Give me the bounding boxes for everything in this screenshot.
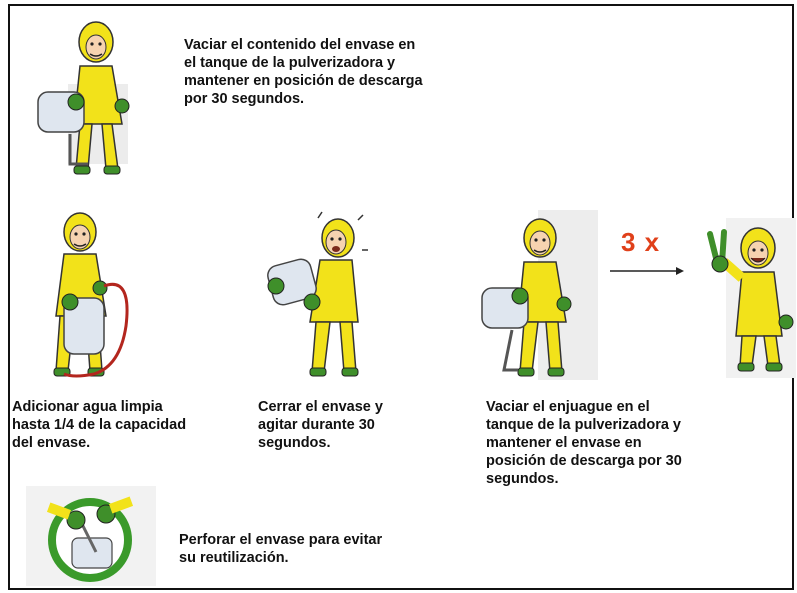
repeat-count: 3 x <box>621 227 661 257</box>
step2-text: Adicionar agua limpia hasta 1/4 de la ca… <box>12 399 187 451</box>
farmer-filling-water-icon <box>53 212 129 378</box>
puncture-container-icon <box>26 486 156 586</box>
farmer-shaking-container-icon <box>267 211 368 377</box>
repeat-arrow-icon <box>610 267 684 275</box>
step1-text: Vaciar el contenido del envase en el tan… <box>184 37 423 107</box>
farmer-pouring-rinse-icon <box>481 210 598 380</box>
step4-text: Vaciar el enjuague en el tanque de la pu… <box>486 399 682 487</box>
step3-text: Cerrar el envase y agitar durante 30 seg… <box>258 399 383 451</box>
farmer-victory-icon <box>707 218 796 378</box>
farmer-pouring-icon <box>37 21 130 175</box>
step5-text: Perforar el envase para evitar su reutil… <box>179 532 383 566</box>
